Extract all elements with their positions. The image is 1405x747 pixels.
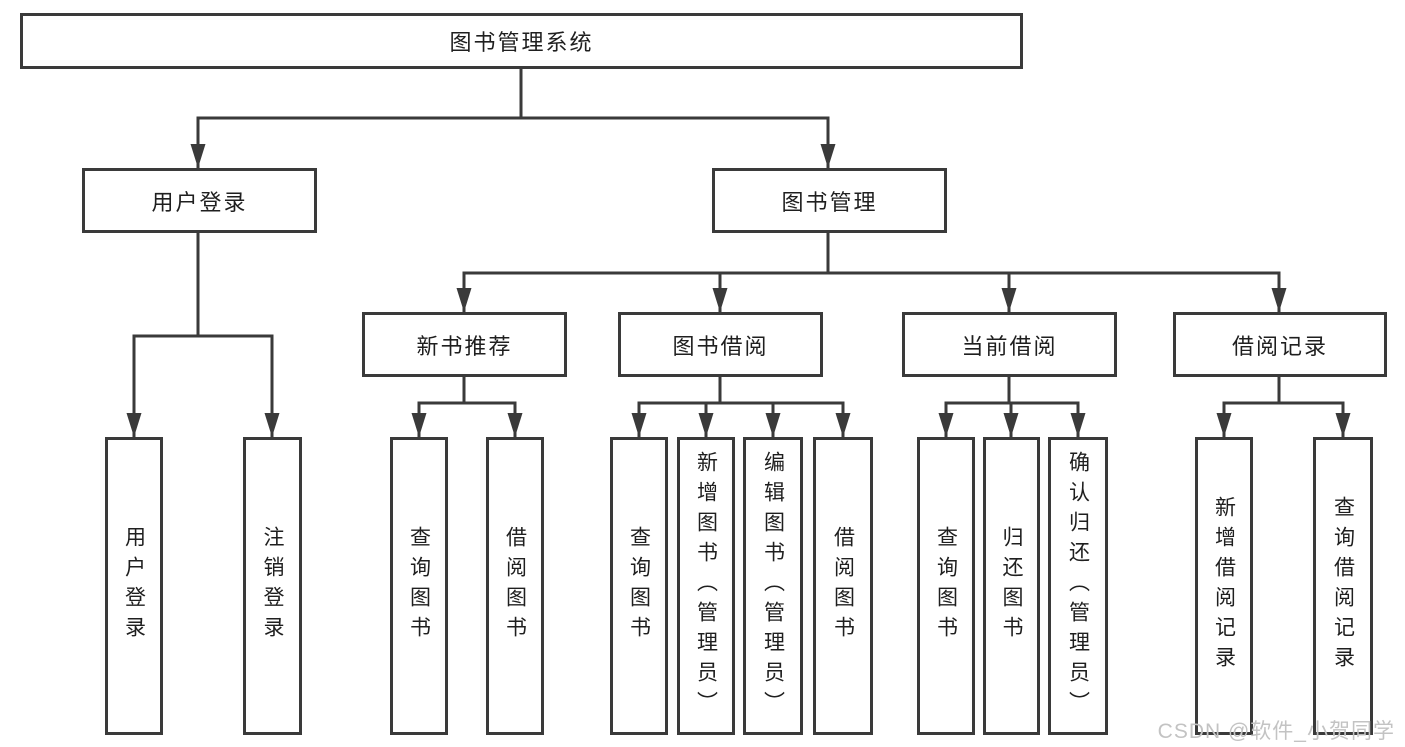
leaf-label: 查询图书 [407, 526, 431, 646]
leaf-borrow-query-books: 查询图书 [610, 437, 668, 735]
node-label: 借阅记录 [1231, 333, 1328, 359]
leaf-query-borrow-record: 查询借阅记录 [1313, 437, 1373, 735]
node-library-management-system: 图书管理系统 [20, 13, 1023, 69]
leaf-return-books: 归还图书 [983, 437, 1040, 735]
leaf-add-books-admin: 新增图书（管理员） [677, 437, 735, 735]
leaf-logout: 注销登录 [243, 437, 302, 735]
leaf-label: 查询借阅记录 [1331, 496, 1355, 676]
leaf-label: 新增图书（管理员） [694, 451, 718, 721]
leaf-edit-books-admin: 编辑图书（管理员） [743, 437, 803, 735]
node-label: 新书推荐 [416, 333, 513, 359]
leaf-confirm-return-admin: 确认归还（管理员） [1048, 437, 1108, 735]
node-borrow-records: 借阅记录 [1173, 312, 1387, 377]
leaf-label: 借阅图书 [503, 526, 527, 646]
node-current-borrow: 当前借阅 [902, 312, 1117, 377]
node-book-borrow: 图书借阅 [618, 312, 823, 377]
node-label: 图书借阅 [672, 333, 769, 359]
leaf-user-login: 用户登录 [105, 437, 163, 735]
leaf-label: 借阅图书 [831, 526, 855, 646]
leaf-label: 新增借阅记录 [1212, 496, 1236, 676]
leaf-add-borrow-record: 新增借阅记录 [1195, 437, 1253, 735]
leaf-label: 查询图书 [934, 526, 958, 646]
leaf-label: 归还图书 [1000, 526, 1023, 646]
node-label: 当前借阅 [961, 333, 1058, 359]
node-new-book-recommend: 新书推荐 [362, 312, 567, 377]
leaf-label: 确认归还（管理员） [1066, 451, 1090, 721]
leaf-borrow-books: 借阅图书 [813, 437, 873, 735]
node-label: 图书管理系统 [449, 30, 594, 55]
leaf-label: 查询图书 [627, 526, 651, 646]
leaf-label: 用户登录 [122, 526, 146, 646]
leaf-current-query-books: 查询图书 [917, 437, 975, 735]
node-label: 用户登录 [151, 189, 248, 215]
node-label: 图书管理 [781, 189, 878, 215]
leaf-recommend-query-books: 查询图书 [390, 437, 448, 735]
leaf-label: 注销登录 [261, 526, 284, 646]
csdn-watermark: CSDN @软件_小贺同学 [1157, 720, 1395, 743]
leaf-recommend-borrow-books: 借阅图书 [486, 437, 544, 735]
node-user-login: 用户登录 [82, 168, 317, 233]
leaf-label: 编辑图书（管理员） [761, 451, 785, 721]
node-book-management: 图书管理 [712, 168, 947, 233]
